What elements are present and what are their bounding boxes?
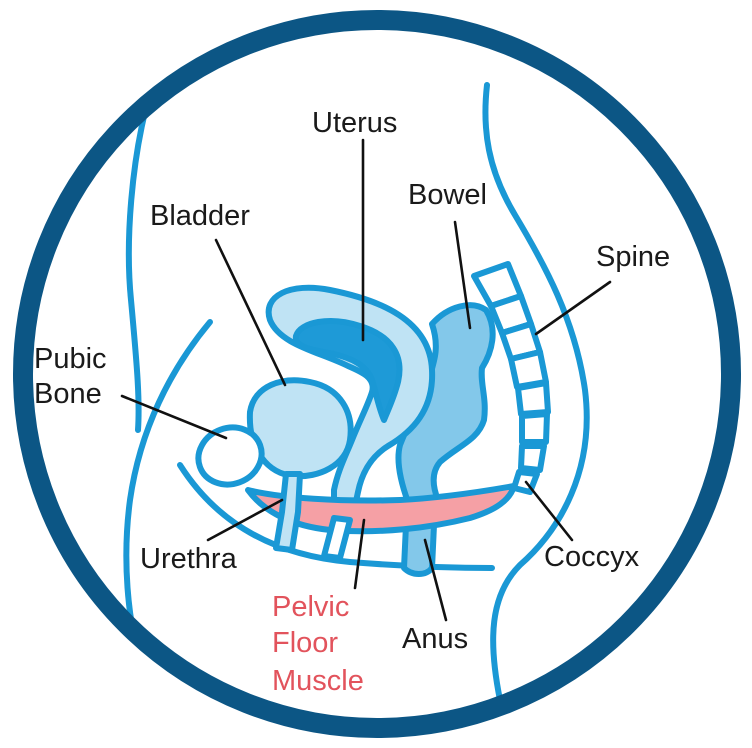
label-bowel: Bowel	[408, 179, 487, 211]
label-anus: Anus	[402, 623, 468, 655]
label-bone: Bone	[34, 378, 102, 410]
label-muscle: Muscle	[272, 665, 364, 697]
label-coccyx: Coccyx	[544, 541, 640, 573]
label-pelvic: Pelvic	[272, 591, 349, 623]
label-floor: Floor	[272, 627, 338, 659]
label-urethra: Urethra	[140, 543, 238, 575]
urethra-leader	[208, 500, 282, 540]
anal-canal	[404, 525, 434, 574]
bladder-shape	[250, 380, 351, 476]
spine-leader	[536, 282, 610, 334]
urethra-shape	[276, 474, 300, 550]
abdomen-outline	[129, 100, 148, 430]
label-spine: Spine	[596, 241, 670, 273]
label-bladder: Bladder	[150, 200, 250, 232]
label-pubic: Pubic	[34, 343, 107, 375]
spine-vertebrae	[474, 264, 548, 492]
label-uterus: Uterus	[312, 107, 397, 139]
